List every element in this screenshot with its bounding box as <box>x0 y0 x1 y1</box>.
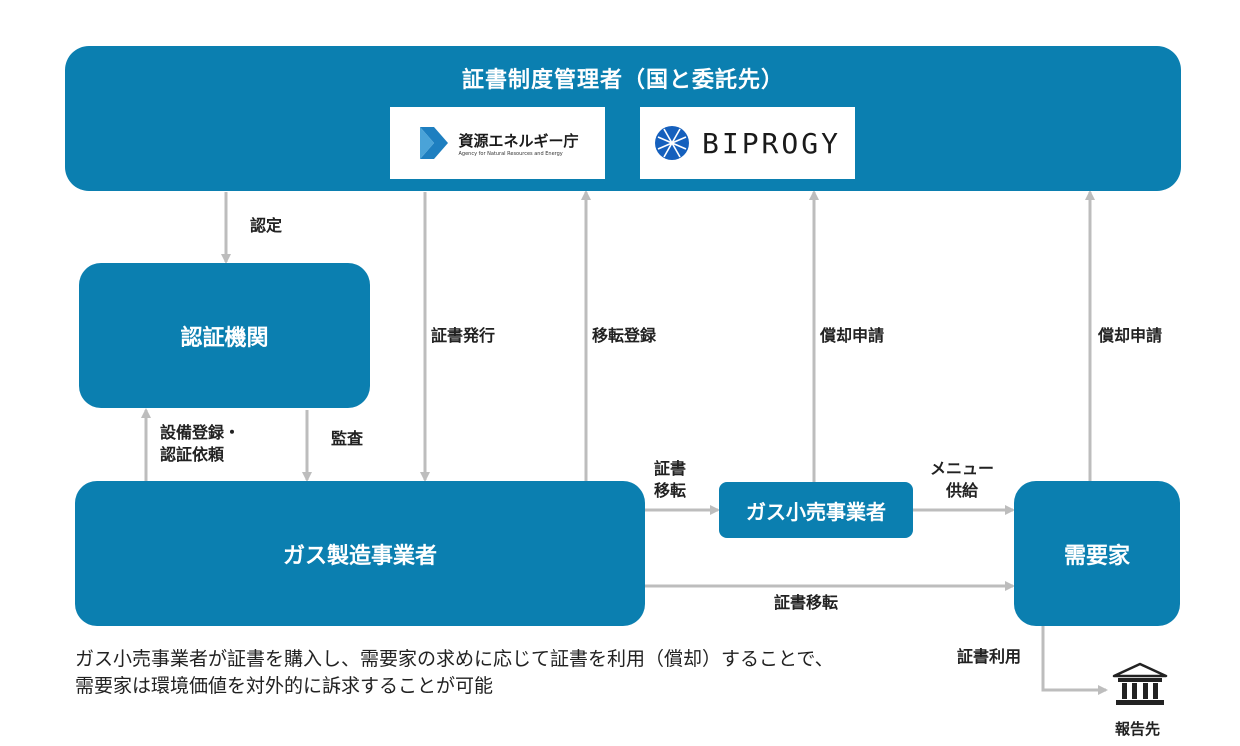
certifier-box: 認証機関 <box>79 263 370 408</box>
retailer-label: ガス小売事業者 <box>746 499 886 524</box>
producer-box: ガス製造事業者 <box>75 481 645 626</box>
label-menu: メニュー 供給 <box>930 459 995 500</box>
building-icon <box>1112 662 1168 705</box>
certifier-label: 認証機関 <box>180 325 269 351</box>
consumer-box: 需要家 <box>1014 481 1180 626</box>
producer-label: ガス製造事業者 <box>282 543 437 569</box>
admin-title: 証書制度管理者（国と委託先） <box>461 68 784 93</box>
label-retire-request-2: 償却申請 <box>1098 326 1163 345</box>
label-cert-use: 証書利用 <box>957 647 1022 666</box>
agency-name: 資源エネルギー庁 <box>458 131 579 150</box>
label-equipment: 設備登録・ 認証依頼 <box>160 423 241 464</box>
label-transfer-register: 移転登録 <box>592 326 657 345</box>
globe-icon <box>654 126 689 160</box>
report-label: 報告先 <box>1115 720 1161 738</box>
biprogy-logo: BIPROGY <box>640 107 855 179</box>
admin-box: 証書制度管理者（国と委託先） <box>65 46 1181 191</box>
label-cert-transfer: 証書 移転 <box>654 459 687 500</box>
label-certification: 認定 <box>250 216 283 235</box>
label-cert-transfer-bottom: 証書移転 <box>774 593 839 612</box>
agency-logo: 資源エネルギー庁 Agency for Natural Resources an… <box>390 107 605 179</box>
label-issue: 証書発行 <box>431 326 496 345</box>
caption-line-1: ガス小売事業者が証書を購入し、需要家の求めに応じて証書を利用（償却）することで、 <box>75 648 834 670</box>
caption-line-2: 需要家は環境価値を対外的に訴求することが可能 <box>75 675 494 697</box>
retailer-box: ガス小売事業者 <box>719 482 913 538</box>
biprogy-name: BIPROGY <box>701 126 841 160</box>
label-audit: 監査 <box>331 429 364 448</box>
agency-mark-icon <box>420 127 449 159</box>
caption: ガス小売事業者が証書を購入し、需要家の求めに応じて証書を利用（償却）することで、… <box>75 646 834 700</box>
agency-subtitle: Agency for Natural Resources and Energy <box>458 150 563 157</box>
label-retire-request-1: 償却申請 <box>820 326 885 345</box>
arrow-cert-use <box>1041 626 1108 695</box>
consumer-label: 需要家 <box>1063 543 1130 569</box>
